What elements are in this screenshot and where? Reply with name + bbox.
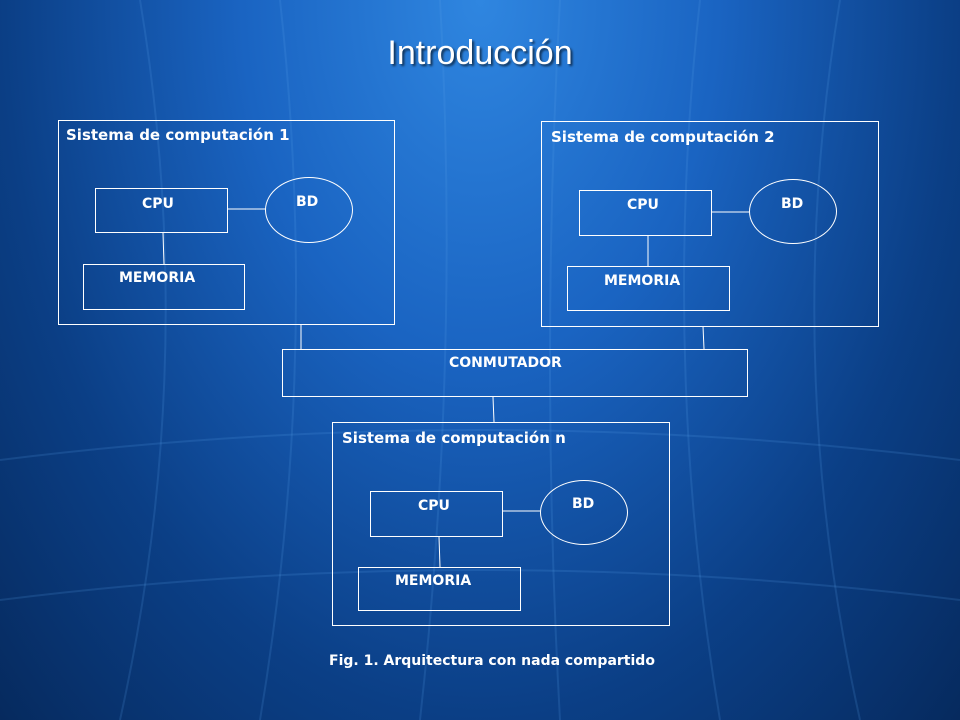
system-1-db-label: BD [296, 194, 319, 210]
system-1-memory-label: MEMORIA [119, 270, 196, 286]
system-2-cpu-box [579, 190, 712, 236]
system-1-cpu-label: CPU [142, 196, 174, 212]
system-2-memory-box [567, 266, 730, 311]
slide-title: Introducción [387, 34, 573, 72]
system-2-label: Sistema de computación 2 [551, 128, 775, 146]
system-2-cpu-label: CPU [627, 197, 659, 213]
system-2-db-label: BD [781, 196, 804, 212]
switch-label: CONMUTADOR [449, 355, 562, 371]
system-1-label: Sistema de computación 1 [66, 126, 290, 144]
system-n-db-ellipse [540, 480, 628, 545]
system-n-label: Sistema de computación n [342, 429, 566, 447]
switch-box [282, 349, 748, 397]
system-1-box [58, 120, 395, 325]
system-2-db-ellipse [749, 179, 837, 244]
system-1-cpu-box [95, 188, 228, 233]
system-n-memory-label: MEMORIA [395, 573, 472, 589]
system-2-memory-label: MEMORIA [604, 273, 681, 289]
system-2-box [541, 121, 879, 327]
system-n-box [332, 422, 670, 626]
system-n-cpu-label: CPU [418, 498, 450, 514]
figure-caption: Fig. 1. Arquitectura con nada compartido [329, 653, 655, 669]
system-n-db-label: BD [572, 496, 595, 512]
system-1-memory-box [83, 264, 245, 310]
system-1-db-ellipse [265, 177, 353, 243]
system-n-memory-box [358, 567, 521, 611]
system-n-cpu-box [370, 491, 503, 537]
